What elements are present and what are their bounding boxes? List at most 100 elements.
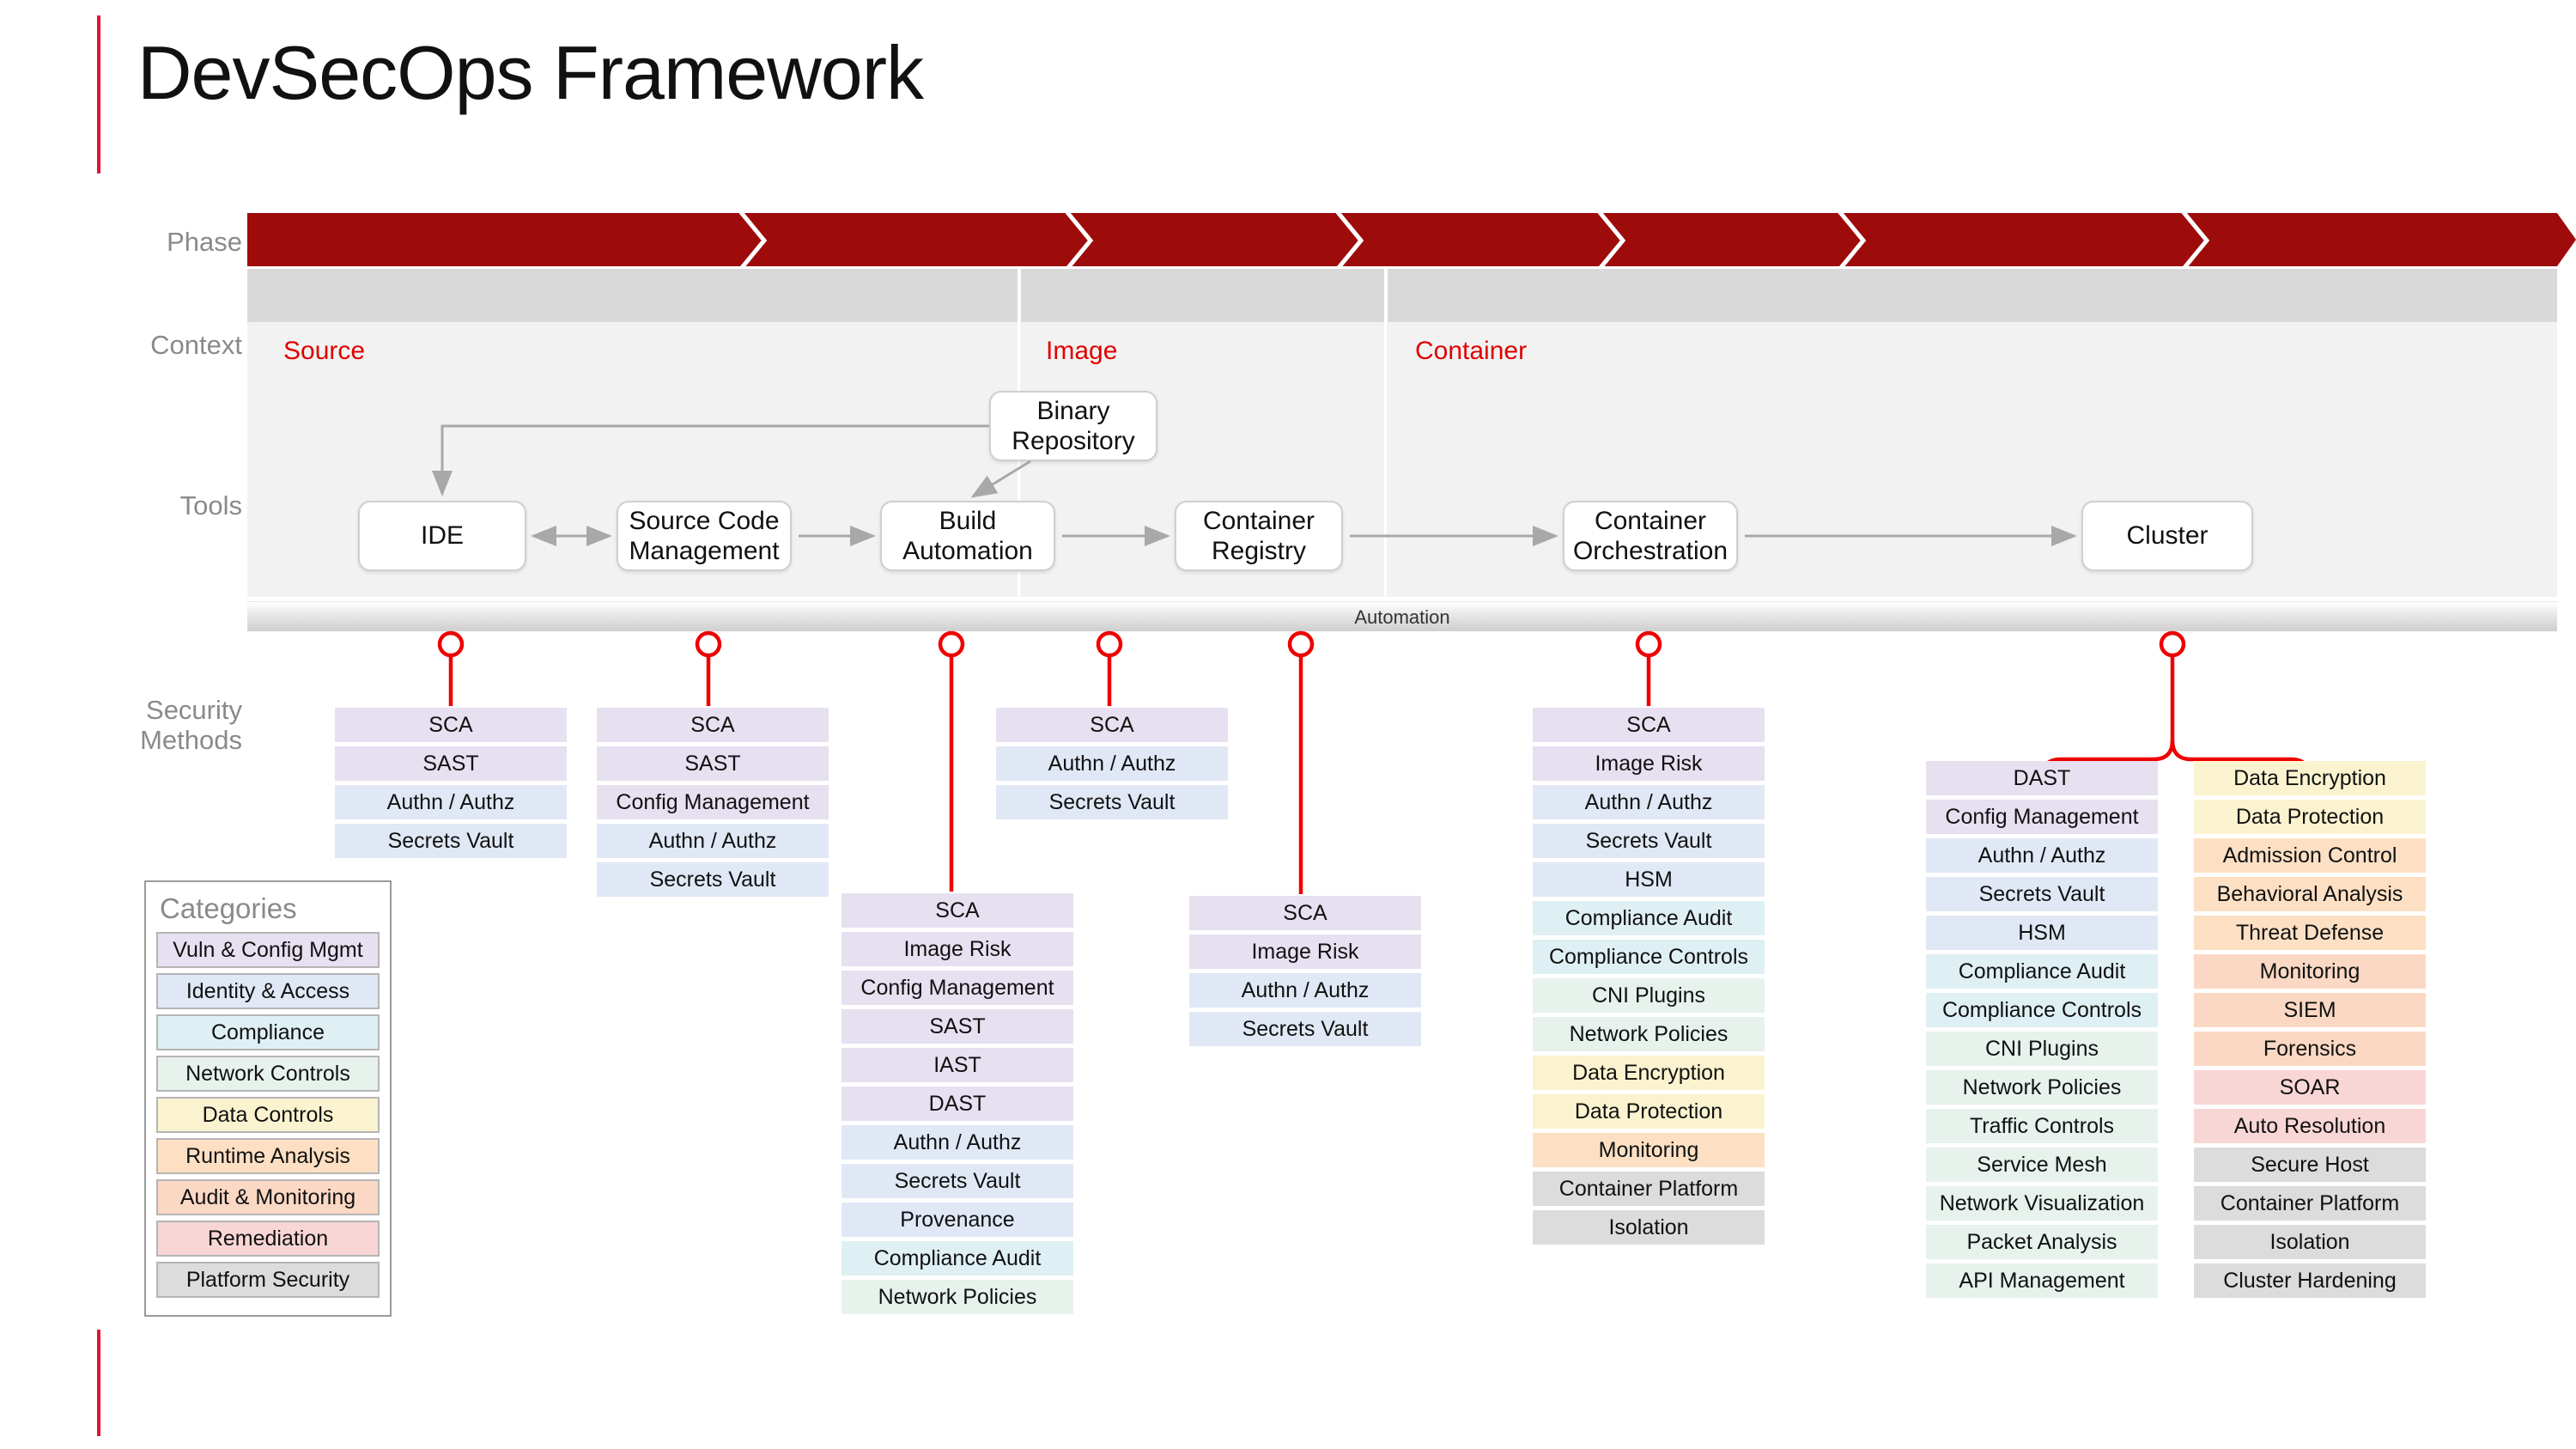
phase-label: Code <box>258 12 325 44</box>
row-label-phase: Phase <box>167 227 242 257</box>
tool-box-cluster[interactable]: Cluster <box>2081 501 2253 571</box>
security-method-item[interactable]: Authn / Authz <box>335 785 567 819</box>
security-method-item[interactable]: Compliance Controls <box>1926 993 2158 1027</box>
security-method-item[interactable]: Traffic Controls <box>1926 1109 2158 1143</box>
security-method-item[interactable]: Admission Control <box>2194 838 2426 873</box>
security-method-item[interactable]: Secrets Vault <box>1533 824 1765 858</box>
security-method-item[interactable]: SCA <box>1533 708 1765 742</box>
tool-box-container-orchestration[interactable]: Container Orchestration <box>1563 501 1738 571</box>
security-method-item[interactable]: CNI Plugins <box>1926 1032 2158 1066</box>
phase-chevron-icon <box>1597 213 1626 268</box>
phase-chevron-icon <box>1065 213 1094 268</box>
security-method-item[interactable]: Network Visualization <box>1926 1186 2158 1221</box>
security-method-item[interactable]: Secrets Vault <box>1189 1012 1421 1046</box>
security-method-item[interactable]: HSM <box>1926 916 2158 950</box>
security-method-item[interactable]: DAST <box>1926 761 2158 795</box>
security-method-item[interactable]: Network Policies <box>1533 1017 1765 1051</box>
security-method-item[interactable]: Threat Defense <box>2194 916 2426 950</box>
security-method-item[interactable]: Data Encryption <box>1533 1056 1765 1090</box>
security-method-item[interactable]: Data Protection <box>1533 1094 1765 1129</box>
context-label-container: Container <box>1415 337 1528 365</box>
category-item[interactable]: Remediation <box>156 1221 380 1257</box>
security-method-item[interactable]: API Management <box>1926 1263 2158 1298</box>
security-method-item[interactable]: Isolation <box>2194 1225 2426 1259</box>
security-method-item[interactable]: Config Management <box>597 785 829 819</box>
security-method-item[interactable]: HSM <box>1533 862 1765 897</box>
security-method-item[interactable]: IAST <box>841 1048 1073 1082</box>
security-method-item[interactable]: SCA <box>841 893 1073 928</box>
security-method-item[interactable]: Authn / Authz <box>1189 973 1421 1008</box>
security-method-item[interactable]: SAST <box>335 746 567 781</box>
security-method-item[interactable]: Secure Host <box>2194 1148 2426 1182</box>
category-item[interactable]: Audit & Monitoring <box>156 1179 380 1215</box>
security-method-item[interactable]: Service Mesh <box>1926 1148 2158 1182</box>
security-method-item[interactable]: Behavioral Analysis <box>2194 877 2426 911</box>
category-item[interactable]: Vuln & Config Mgmt <box>156 932 380 968</box>
security-method-item[interactable]: Provenance <box>841 1202 1073 1237</box>
security-method-item[interactable]: Monitoring <box>1533 1133 1765 1167</box>
security-method-item[interactable]: Compliance Audit <box>1533 901 1765 935</box>
security-method-item[interactable]: Image Risk <box>1189 935 1421 969</box>
security-method-item[interactable]: Secrets Vault <box>996 785 1228 819</box>
security-method-item[interactable]: Secrets Vault <box>597 862 829 897</box>
security-method-item[interactable]: Container Platform <box>2194 1186 2426 1221</box>
tool-box-container-registry[interactable]: Container Registry <box>1175 501 1343 571</box>
security-method-item[interactable]: SOAR <box>2194 1070 2426 1105</box>
security-method-item[interactable]: Config Management <box>1926 800 2158 834</box>
security-method-item[interactable]: Image Risk <box>1533 746 1765 781</box>
security-method-item[interactable]: Network Policies <box>841 1280 1073 1314</box>
tool-box-ide[interactable]: IDE <box>358 501 526 571</box>
category-item[interactable]: Compliance <box>156 1014 380 1050</box>
security-method-item[interactable]: Monitoring <box>2194 954 2426 989</box>
security-method-item[interactable]: Authn / Authz <box>597 824 829 858</box>
category-item[interactable]: Runtime Analysis <box>156 1138 380 1174</box>
security-method-item[interactable]: SCA <box>1189 896 1421 930</box>
tool-box-binary-repository[interactable]: Binary Repository <box>989 391 1157 461</box>
security-method-item[interactable]: Authn / Authz <box>1533 785 1765 819</box>
phase-chevron-icon <box>2181 213 2210 268</box>
tool-box-build-automation[interactable]: Build Automation <box>880 501 1055 571</box>
security-method-item[interactable]: SCA <box>335 708 567 742</box>
security-method-item[interactable]: SAST <box>841 1009 1073 1044</box>
security-method-item[interactable]: SCA <box>996 708 1228 742</box>
phase-chevron-icon <box>1335 213 1364 268</box>
security-method-item[interactable]: Compliance Audit <box>841 1241 1073 1275</box>
security-method-item[interactable]: Authn / Authz <box>996 746 1228 781</box>
security-method-item[interactable]: Cluster Hardening <box>2194 1263 2426 1298</box>
phase-chevron-icon <box>1838 213 1867 268</box>
category-item[interactable]: Identity & Access <box>156 973 380 1009</box>
category-item[interactable]: Platform Security <box>156 1262 380 1298</box>
category-item[interactable]: Network Controls <box>156 1056 380 1092</box>
security-method-item[interactable]: SIEM <box>2194 993 2426 1027</box>
security-method-item[interactable]: DAST <box>841 1087 1073 1121</box>
security-method-item[interactable]: Forensics <box>2194 1032 2426 1066</box>
security-method-item[interactable]: Network Policies <box>1926 1070 2158 1105</box>
security-method-item[interactable]: Image Risk <box>841 932 1073 966</box>
security-method-item[interactable]: Secrets Vault <box>1926 877 2158 911</box>
security-method-item[interactable]: CNI Plugins <box>1533 978 1765 1013</box>
phase-bar-arrow-tip <box>2557 213 2576 266</box>
security-method-item[interactable]: Authn / Authz <box>841 1125 1073 1160</box>
security-method-item[interactable]: Compliance Controls <box>1533 940 1765 974</box>
security-method-item[interactable]: SCA <box>597 708 829 742</box>
security-method-item[interactable]: Authn / Authz <box>1926 838 2158 873</box>
security-method-item[interactable]: Secrets Vault <box>841 1164 1073 1198</box>
security-method-item[interactable]: Compliance Audit <box>1926 954 2158 989</box>
connector-node-test <box>1096 630 1123 658</box>
category-item[interactable]: Data Controls <box>156 1097 380 1133</box>
security-method-item[interactable]: Isolation <box>1533 1210 1765 1245</box>
security-method-item[interactable]: Data Protection <box>2194 800 2426 834</box>
security-method-item[interactable]: Auto Resolution <box>2194 1109 2426 1143</box>
security-method-item[interactable]: Data Encryption <box>2194 761 2426 795</box>
security-method-item[interactable]: Packet Analysis <box>1926 1225 2158 1259</box>
security-method-item[interactable]: SAST <box>597 746 829 781</box>
security-method-item[interactable]: Container Platform <box>1533 1172 1765 1206</box>
connector-node-registry <box>1287 630 1315 658</box>
tool-box-source-code-management[interactable]: Source Code Management <box>617 501 792 571</box>
security-method-item[interactable]: Secrets Vault <box>335 824 567 858</box>
page-title: DevSecOps Framework <box>137 30 924 115</box>
security-method-item[interactable]: Config Management <box>841 971 1073 1005</box>
phase-label: Release <box>1353 12 1458 44</box>
